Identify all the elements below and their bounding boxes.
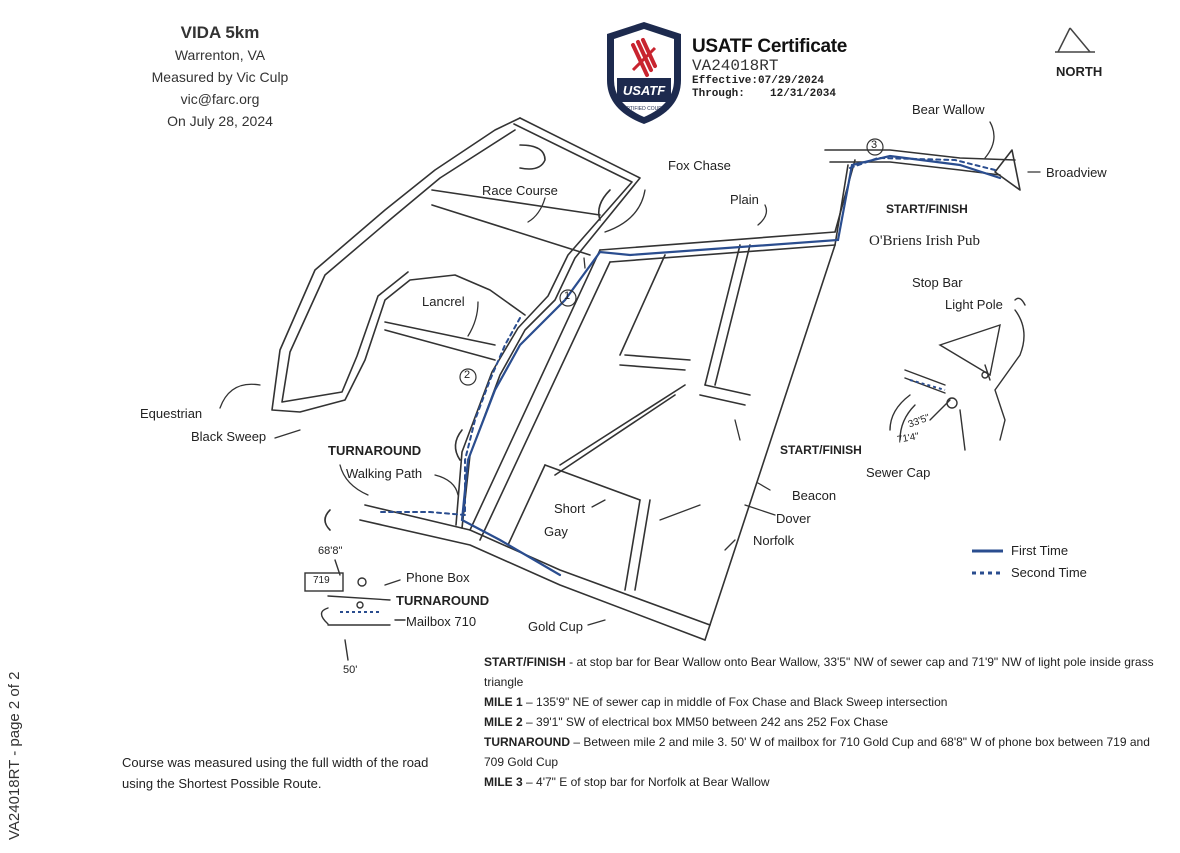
measured-by: Measured by Vic Culp (151, 69, 289, 85)
certificate-id: VA24018RT (692, 57, 779, 75)
label-beacon: Beacon (792, 488, 837, 503)
course-location: Warrenton, VA (174, 47, 266, 63)
label-lancrel: Lancrel (422, 294, 465, 309)
road-bear-wallow (824, 149, 1016, 161)
label-68ft: 68'8" (318, 545, 343, 557)
mile-2-number: 2 (464, 369, 471, 381)
label-black-sweep: Black Sweep (191, 429, 267, 444)
through-label: Through: (692, 88, 745, 100)
through-row: Through: 12/31/2034 (692, 88, 847, 101)
north-label: NORTH (1056, 64, 1103, 79)
road-plain (599, 231, 836, 251)
label-short: Short (554, 501, 586, 516)
method-note: Course was measured using the full width… (122, 755, 429, 791)
label-norfolk: Norfolk (753, 533, 795, 548)
label-fox-chase: Fox Chase (668, 158, 731, 173)
label-stop-bar: Stop Bar (912, 275, 963, 290)
label-gold-cup: Gold Cup (528, 619, 583, 634)
label-light-pole: Light Pole (945, 297, 1003, 312)
usatf-badge-icon: USATF CERTIFIED COURSE (607, 22, 681, 124)
mile-2-marker (459, 368, 477, 386)
label-walking-path: Walking Path (346, 466, 423, 481)
box-719 (304, 572, 344, 592)
label-mailbox: Mailbox 710 (406, 614, 477, 629)
label-turnaround-2: TURNAROUND (396, 593, 490, 608)
course-header: VIDA 5km Warrenton, VA Measured by Vic C… (110, 22, 330, 132)
light-pole-icon (981, 371, 989, 379)
through-date: 12/31/2034 (770, 88, 837, 100)
badge-certified: CERTIFIED COURSE (619, 106, 669, 112)
label-plain: Plain (730, 192, 759, 207)
turnaround-loop (320, 607, 329, 625)
sewer-cap-icon (946, 397, 958, 409)
legend-second-label: Second Time (1011, 565, 1087, 580)
label-dover: Dover (776, 511, 811, 526)
mile-3-marker (866, 138, 884, 156)
mile-3-number: 3 (871, 139, 878, 151)
label-gay: Gay (544, 524, 568, 539)
label-50ft: 50' (343, 664, 358, 676)
label-box-719: 719 (313, 575, 330, 586)
label-phone-box: Phone Box (406, 570, 470, 585)
note-mile-3: MILE 3 – 4'7" E of stop bar for Norfolk … (484, 775, 770, 789)
phone-box-icon (357, 577, 367, 587)
legend-first-label: First Time (1011, 543, 1069, 558)
effective-label: Effective: (692, 75, 759, 87)
label-bear-wallow: Bear Wallow (912, 102, 985, 117)
route-second-time (379, 156, 996, 517)
measure-date: On July 28, 2024 (167, 113, 273, 129)
road-race-course (431, 189, 601, 216)
certificate-title: USATF Certificate (692, 36, 848, 57)
side-page-label: VA24018RT - page 2 of 2 (6, 671, 23, 840)
route-first-time (460, 154, 1002, 577)
label-equestrian: Equestrian (140, 406, 203, 421)
detail-road (994, 309, 1025, 441)
note-start-finish: START/FINISH - at stop bar for Bear Wall… (484, 655, 1154, 689)
course-notes: START/FINISH - at stop bar for Bear Wall… (484, 652, 1154, 792)
mile-1-number: 1 (564, 290, 571, 302)
mile-1-marker (559, 289, 577, 307)
course-title: VIDA 5km (180, 23, 260, 42)
label-sewer-cap: Sewer Cap (866, 465, 931, 480)
measurer-email: vic@farc.org (180, 91, 260, 107)
note-mile-2: MILE 2 – 39'1" SW of electrical box MM50… (484, 715, 889, 729)
badge-usatf: USATF (623, 83, 666, 98)
effective-date: 07/29/2024 (758, 75, 825, 87)
effective-row: Effective:07/29/2024 (692, 75, 847, 88)
label-turnaround-1: TURNAROUND (328, 443, 422, 458)
label-start-finish-mid: START/FINISH (780, 443, 862, 457)
note-turnaround: TURNAROUND – Between mile 2 and mile 3. … (484, 735, 1150, 769)
certificate-block: USATF Certificate VA24018RT Effective:07… (692, 36, 847, 101)
label-broadview: Broadview (1046, 165, 1107, 180)
road-black-sweep (271, 117, 526, 413)
label-start-finish-top: START/FINISH (886, 202, 968, 216)
label-race-course: Race Course (482, 183, 558, 198)
note-mile-1: MILE 1 – 135'9" NE of sewer cap in middl… (484, 695, 948, 709)
road-lancrel (384, 321, 496, 346)
label-obriens: O'Briens Irish Pub (869, 233, 981, 249)
north-arrow-icon (1055, 27, 1095, 53)
